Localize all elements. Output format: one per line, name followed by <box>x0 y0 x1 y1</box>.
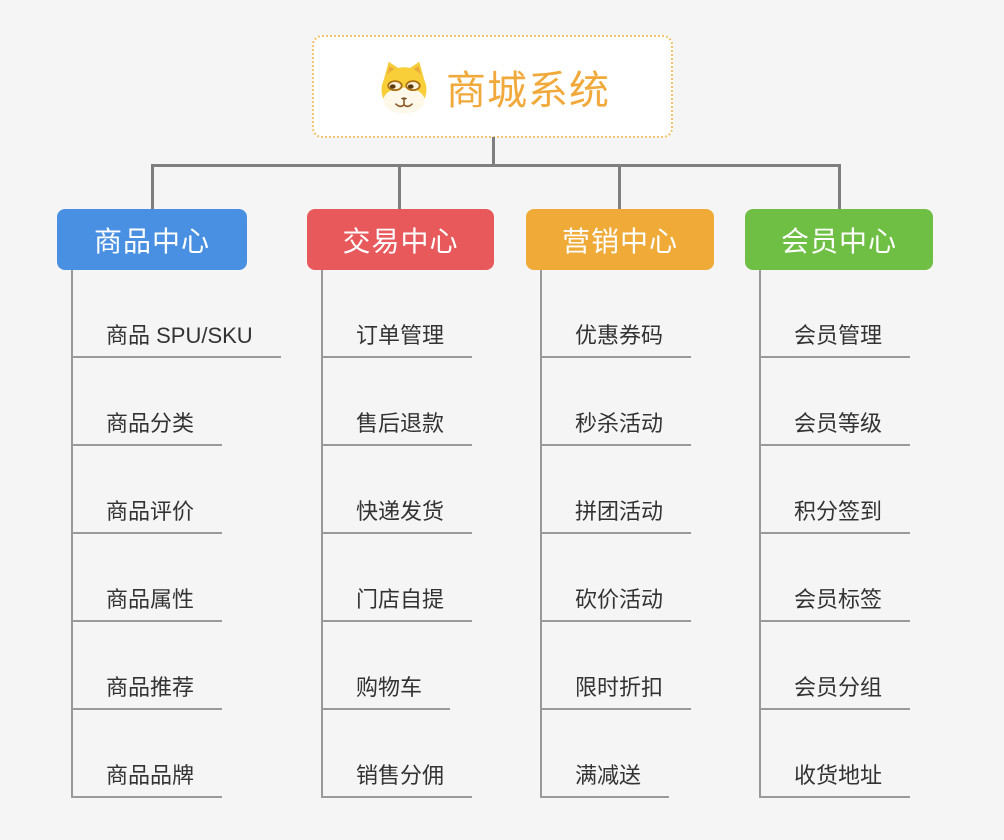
leaf-node[interactable]: 会员分组 <box>759 622 911 710</box>
leaf-node[interactable]: 会员标签 <box>759 534 911 622</box>
leaf-node[interactable]: 收货地址 <box>759 710 911 798</box>
leaf-label: 会员管理 <box>759 323 911 358</box>
branch-node-marketing[interactable]: 营销中心 <box>526 209 714 270</box>
leaf-label: 限时折扣 <box>540 675 692 710</box>
leaf-label: 商品推荐 <box>71 675 223 710</box>
leaf-label: 满减送 <box>540 763 670 798</box>
leaf-label: 商品属性 <box>71 587 223 622</box>
leaf-node[interactable]: 拼团活动 <box>540 446 692 534</box>
leaf-node[interactable]: 销售分佣 <box>321 710 473 798</box>
root-node[interactable]: 商城系统 <box>312 35 673 138</box>
leaf-node[interactable]: 商品推荐 <box>71 622 281 710</box>
leaf-label: 会员等级 <box>759 411 911 446</box>
leaf-node[interactable]: 快递发货 <box>321 446 473 534</box>
leaf-node[interactable]: 商品品牌 <box>71 710 281 798</box>
leaf-node[interactable]: 限时折扣 <box>540 622 692 710</box>
leaf-label: 收货地址 <box>759 763 911 798</box>
leaf-node[interactable]: 优惠券码 <box>540 270 692 358</box>
branch-node-member[interactable]: 会员中心 <box>745 209 933 270</box>
leaf-node[interactable]: 会员管理 <box>759 270 911 358</box>
branch-children-marketing: 优惠券码 秒杀活动 拼团活动 砍价活动 限时折扣 满减送 <box>540 270 692 798</box>
leaf-node[interactable]: 砍价活动 <box>540 534 692 622</box>
branch-children-products: 商品 SPU/SKU 商品分类 商品评价 商品属性 商品推荐 商品品牌 <box>71 270 281 798</box>
leaf-node[interactable]: 售后退款 <box>321 358 473 446</box>
leaf-label: 会员标签 <box>759 587 911 622</box>
leaf-label: 商品评价 <box>71 499 223 534</box>
leaf-label: 优惠券码 <box>540 323 692 358</box>
leaf-label: 商品 SPU/SKU <box>71 323 281 358</box>
leaf-node[interactable]: 商品评价 <box>71 446 281 534</box>
leaf-label: 拼团活动 <box>540 499 692 534</box>
leaf-node[interactable]: 商品属性 <box>71 534 281 622</box>
leaf-label: 购物车 <box>321 675 451 710</box>
leaf-node[interactable]: 秒杀活动 <box>540 358 692 446</box>
connector-horizontal-bar <box>151 164 841 167</box>
leaf-node[interactable]: 商品 SPU/SKU <box>71 270 281 358</box>
leaf-label: 门店自提 <box>321 587 473 622</box>
branch-label: 商品中心 <box>93 225 210 257</box>
connector-root-drop <box>492 137 495 166</box>
leaf-node[interactable]: 订单管理 <box>321 270 473 358</box>
branch-node-products[interactable]: 商品中心 <box>57 209 247 270</box>
connector-drop-products <box>151 164 154 210</box>
doge-icon <box>375 60 433 114</box>
leaf-label: 砍价活动 <box>540 587 692 622</box>
root-title: 商城系统 <box>446 68 610 113</box>
branch-label: 营销中心 <box>561 225 678 257</box>
leaf-label: 售后退款 <box>321 411 473 446</box>
leaf-node[interactable]: 满减送 <box>540 710 691 798</box>
branch-label: 交易中心 <box>342 225 459 257</box>
branch-children-member: 会员管理 会员等级 积分签到 会员标签 会员分组 收货地址 <box>759 270 911 798</box>
leaf-node[interactable]: 会员等级 <box>759 358 911 446</box>
branch-label: 会员中心 <box>780 225 897 257</box>
leaf-node[interactable]: 商品分类 <box>71 358 281 446</box>
leaf-node[interactable]: 门店自提 <box>321 534 473 622</box>
leaf-label: 商品品牌 <box>71 763 223 798</box>
branch-children-trade: 订单管理 售后退款 快递发货 门店自提 购物车 销售分佣 <box>321 270 473 798</box>
leaf-label: 快递发货 <box>321 499 473 534</box>
leaf-label: 订单管理 <box>321 323 473 358</box>
leaf-label: 积分签到 <box>759 499 911 534</box>
connector-drop-marketing <box>618 164 621 210</box>
leaf-label: 商品分类 <box>71 411 223 446</box>
leaf-label: 会员分组 <box>759 675 911 710</box>
leaf-node[interactable]: 购物车 <box>321 622 472 710</box>
leaf-label: 销售分佣 <box>321 763 473 798</box>
leaf-node[interactable]: 积分签到 <box>759 446 911 534</box>
connector-drop-member <box>838 164 841 210</box>
connector-drop-trade <box>398 164 401 210</box>
branch-node-trade[interactable]: 交易中心 <box>307 209 494 270</box>
leaf-label: 秒杀活动 <box>540 411 692 446</box>
